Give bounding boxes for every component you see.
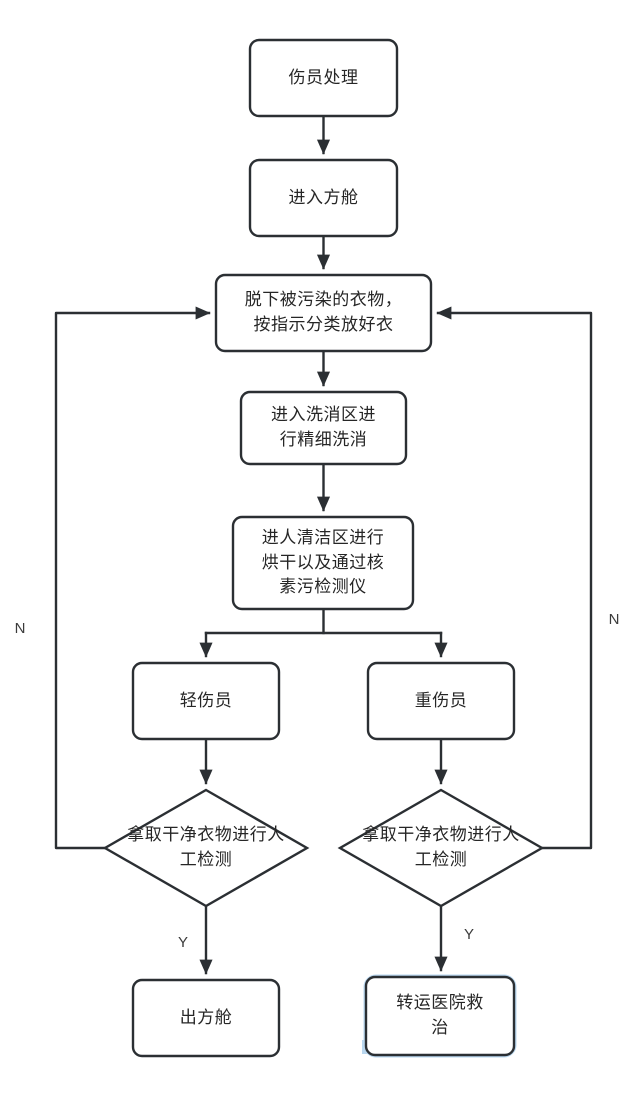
node-box-n5[interactable] [231, 515, 415, 611]
edge-d2-n3-no [436, 306, 593, 850]
node-diamond-d2[interactable] [337, 788, 545, 908]
node-box-n8[interactable] [131, 978, 281, 1058]
node-box-n7[interactable] [366, 661, 516, 741]
node-layer [102, 38, 545, 1058]
node-box-n3[interactable] [214, 273, 433, 353]
edge-d1-n3-no [54, 306, 211, 850]
node-box-n2[interactable] [248, 158, 399, 238]
node-box-n1[interactable] [248, 38, 399, 118]
node-diamond-d1[interactable] [102, 788, 310, 908]
node-box-n4[interactable] [239, 390, 408, 466]
node-box-n6[interactable] [131, 661, 281, 741]
edge-layer [54, 114, 593, 975]
node-box-n9[interactable] [364, 975, 516, 1057]
